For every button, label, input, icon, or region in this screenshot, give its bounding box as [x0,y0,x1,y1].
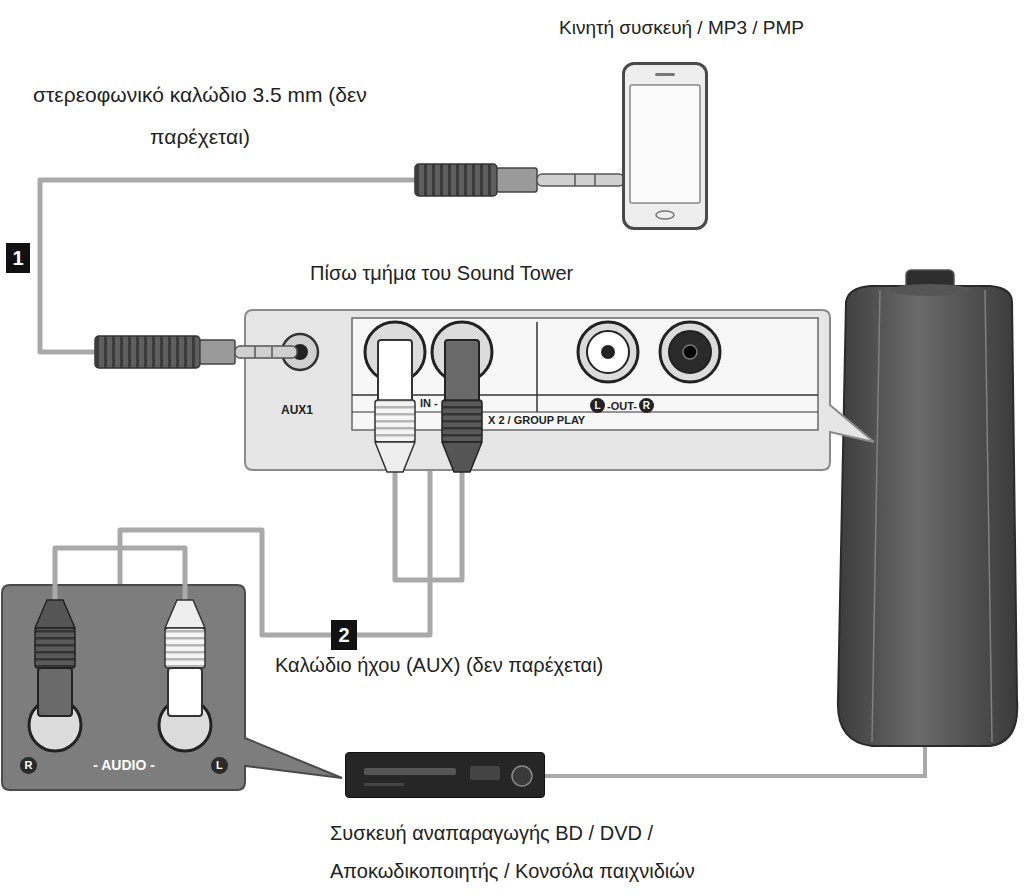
channel-mark: L [590,398,605,413]
port-label: AUX1 [281,403,313,417]
mobile-device: Κινητή συσκευή / MP3 / PMP [622,62,708,230]
phone-body [625,65,705,227]
callout-number: 2 [331,620,357,650]
mini-jack-plug [415,164,624,196]
audio-output-panel: R - AUDIO - L [2,585,245,790]
port-label: IN - [418,397,440,409]
channel-mark: R [639,398,654,413]
device-label: Συσκευή αναπαραγωγής BD / DVD / Αποκωδικ… [330,814,750,890]
channel-mark: R [20,757,37,774]
port-label: -OUT- [605,400,639,412]
cable-note: στερεοφωνικό καλώδιο 3.5 mm (δεν παρέχετ… [10,74,390,158]
label-row: R - AUDIO - L [20,756,228,774]
port-label: - AUDIO - [93,757,155,773]
label-row: L-OUT-R [590,398,654,413]
channel-mark: L [211,757,228,774]
device-label: Κινητή συσκευή / MP3 / PMP [559,17,804,39]
player-cable [545,742,925,776]
player-front [346,753,546,799]
callout-number: 1 [6,243,30,273]
port-label: X 2 / GROUP PLAY [486,414,587,426]
cable-note: Καλώδιο ήχου (AUX) (δεν παρέχεται) [275,654,603,677]
sound-tower [838,270,1017,746]
rear-panel: L-OUT-RΠίσω τμήμα του Sound TowerAUX1IN … [245,310,830,470]
panel-heading: Πίσω τμήμα του Sound Tower [310,262,573,285]
player-device: Συσκευή αναπαραγωγής BD / DVD / Αποκωδικ… [345,752,545,798]
